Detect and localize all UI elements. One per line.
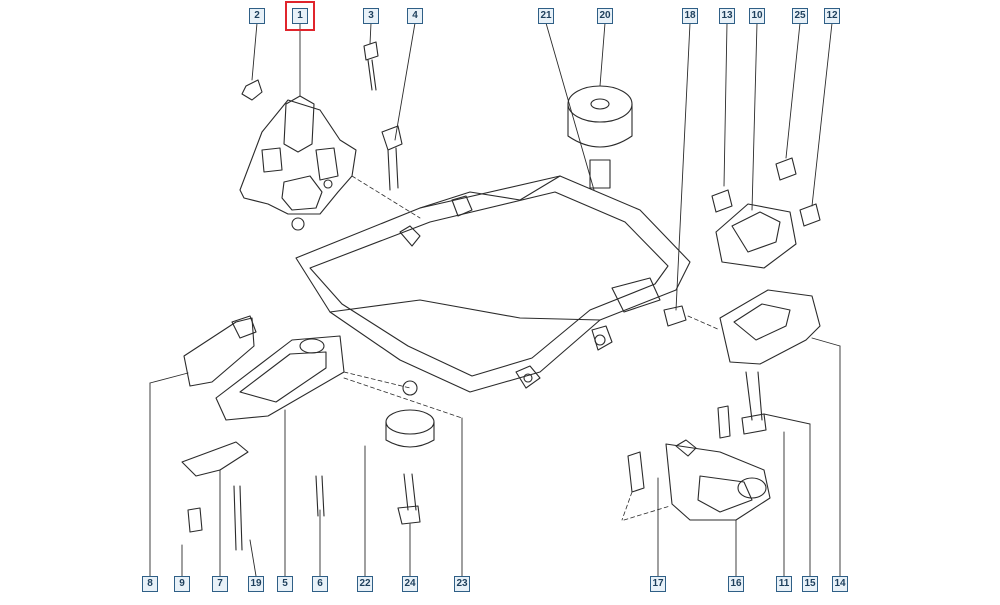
callout-12[interactable]: 12: [824, 8, 840, 24]
callout-2[interactable]: 2: [249, 8, 265, 24]
callout-8[interactable]: 8: [142, 576, 158, 592]
callout-14[interactable]: 14: [832, 576, 848, 592]
callout-3[interactable]: 3: [363, 8, 379, 24]
callout-18[interactable]: 18: [682, 8, 698, 24]
callout-9[interactable]: 9: [174, 576, 190, 592]
callout-6[interactable]: 6: [312, 576, 328, 592]
torque-rod-drawing: [181, 315, 345, 477]
callout-22[interactable]: 22: [357, 576, 373, 592]
bushing-drawing: [187, 380, 435, 551]
callout-17[interactable]: 17: [650, 576, 666, 592]
leader-lines: [149, 22, 841, 577]
callout-25[interactable]: 25: [792, 8, 808, 24]
engine-mount-drawing: [239, 95, 357, 231]
control-arm-drawing: [627, 439, 771, 521]
callout-10[interactable]: 10: [749, 8, 765, 24]
bolt-drawings-top: [241, 41, 403, 191]
callout-20[interactable]: 20: [597, 8, 613, 24]
callout-19[interactable]: 19: [248, 576, 264, 592]
round-mount-drawing: [567, 85, 633, 189]
callout-23[interactable]: 23: [454, 576, 470, 592]
callout-7[interactable]: 7: [212, 576, 228, 592]
gearbox-mount-drawing: [663, 157, 821, 439]
callout-16[interactable]: 16: [728, 576, 744, 592]
callout-4[interactable]: 4: [407, 8, 423, 24]
dashed-guides: [343, 175, 721, 521]
callout-15[interactable]: 15: [802, 576, 818, 592]
callout-11[interactable]: 11: [776, 576, 792, 592]
subframe-drawing: [295, 175, 691, 393]
callout-24[interactable]: 24: [402, 576, 418, 592]
callout-1[interactable]: 1: [285, 1, 315, 31]
callout-21[interactable]: 21: [538, 8, 554, 24]
callout-5[interactable]: 5: [277, 576, 293, 592]
callout-13[interactable]: 13: [719, 8, 735, 24]
